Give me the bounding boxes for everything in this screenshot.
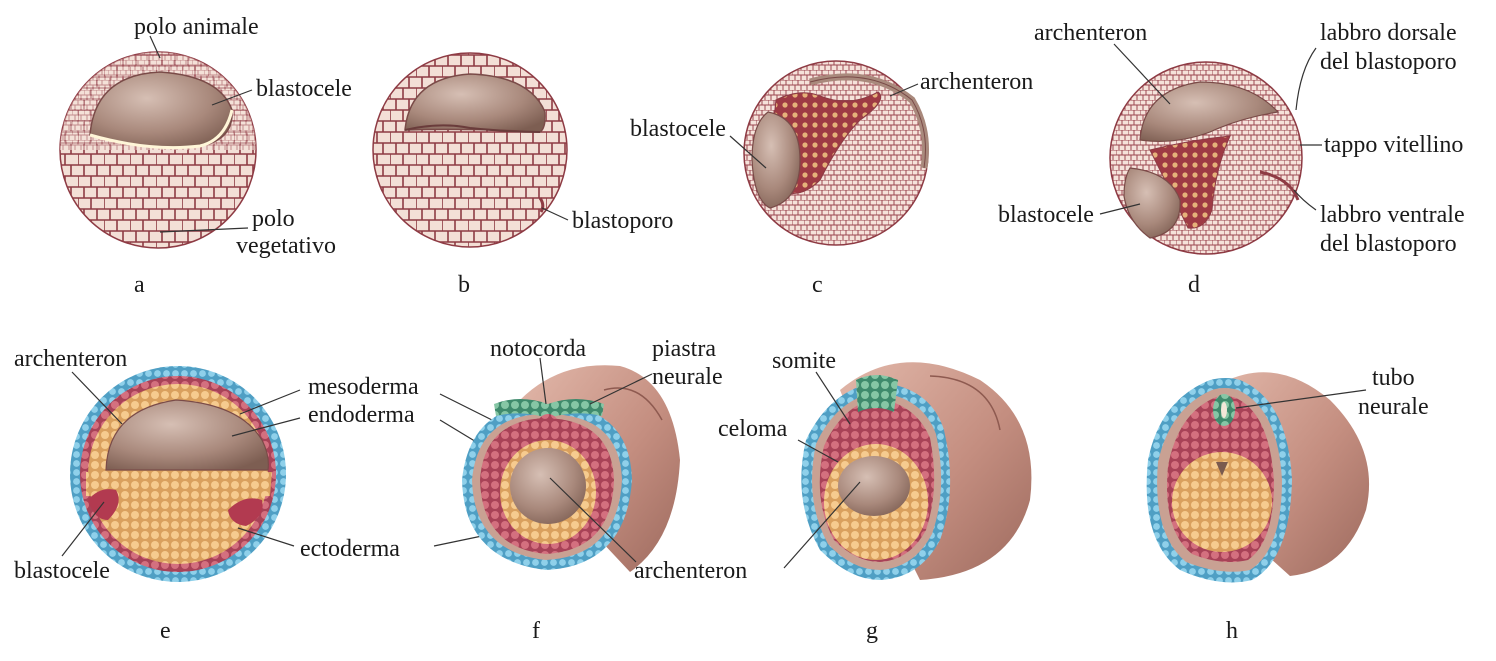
- panel-letter-h: h: [1226, 618, 1238, 644]
- blastocoel-remnant-right-e: [228, 498, 263, 526]
- embryo-fold-g: [929, 375, 1001, 431]
- leader-archenteron-d: [1113, 43, 1171, 105]
- leader-mesoderma-f: [439, 393, 501, 425]
- leader-polo-vegetativo: [159, 227, 249, 233]
- leader-archenteron-e: [71, 371, 123, 425]
- yolk-band-e: [86, 472, 272, 498]
- ventral-lip-d: [1259, 170, 1300, 201]
- leader-labbro-dorsale: [1295, 47, 1317, 111]
- label-blastocele-d: blastocele: [998, 202, 1094, 228]
- neural-plate-f: [494, 399, 604, 418]
- leader-archenteron-f: [549, 477, 637, 563]
- label-polo-animale: polo animale: [134, 14, 259, 40]
- embryo-fold-f: [603, 387, 663, 421]
- panel-d: archenteron labbro dorsale del blastopor…: [998, 20, 1465, 298]
- cavity-floor-b: [404, 124, 541, 133]
- label-polo-vegetativo-2: vegetativo: [236, 233, 336, 259]
- blastopore-groove-b: [538, 197, 545, 213]
- label-labbro-ventrale-2: del blastoporo: [1320, 231, 1457, 257]
- label-blastocele-e: blastocele: [14, 558, 110, 584]
- blastocoel-cavity-d: [1123, 167, 1181, 239]
- label-blastoporo: blastoporo: [572, 208, 673, 234]
- gut-endoderm-h: [1172, 452, 1272, 552]
- panel-g: somite celoma g: [718, 348, 1032, 644]
- panel-letter-g: g: [866, 618, 878, 644]
- cavity-floor-a: [89, 109, 234, 150]
- label-archenteron-d: archenteron: [1034, 20, 1147, 46]
- leader-notocorda: [539, 357, 547, 405]
- leader-celoma: [797, 439, 839, 463]
- label-archenteron-c: archenteron: [920, 69, 1033, 95]
- label-tubo-neurale-2: neurale: [1358, 394, 1429, 420]
- gut-lumen-h: [1216, 462, 1228, 476]
- notochord-h: [1216, 428, 1232, 444]
- neural-tube-lumen-h: [1221, 402, 1227, 418]
- leader-blastocele-e: [61, 501, 105, 557]
- panel-h: tubo neurale h: [1146, 365, 1429, 644]
- label-blastocele-c: blastocele: [630, 116, 726, 142]
- label-piastra-neurale-2: neurale: [652, 364, 723, 390]
- label-ectoderma: ectoderma: [300, 536, 400, 562]
- panel-a: polo animale blastocele polo vegetativo …: [59, 14, 352, 298]
- leader-ectoderma-e: [237, 527, 295, 547]
- leader-archenteron-c: [889, 83, 919, 97]
- label-tubo-neurale-1: tubo: [1372, 365, 1415, 391]
- leader-blastocele-d: [1099, 203, 1141, 215]
- panel-b: blastoporo b: [372, 52, 673, 298]
- leader-blastoporo: [541, 207, 569, 221]
- leader-endoderma-e: [231, 417, 301, 437]
- label-labbro-ventrale-1: labbro ventrale: [1320, 202, 1465, 228]
- archenteron-cavity-e: [105, 399, 269, 471]
- notochord-g: [867, 415, 885, 433]
- leader-somite: [815, 371, 851, 425]
- leader-labbro-ventrale: [1293, 189, 1317, 211]
- leader-blastocele-a: [211, 89, 253, 106]
- panel-c: blastocele archenteron c: [630, 60, 1033, 298]
- panel-letter-f: f: [532, 618, 540, 644]
- leader-tubo-neurale: [1235, 389, 1367, 409]
- leader-ectoderma-f: [433, 535, 483, 547]
- leader-blastocele-c: [729, 135, 767, 169]
- panel-letter-c: c: [812, 272, 823, 298]
- label-somite: somite: [772, 348, 836, 374]
- archenteron-cavity-d: [1139, 81, 1280, 142]
- label-archenteron-f: archenteron: [634, 558, 747, 584]
- panel-f: notocorda piastra neurale archenteron f: [462, 336, 747, 644]
- panel-letter-e: e: [160, 618, 171, 644]
- panel-letter-d: d: [1188, 272, 1200, 298]
- label-archenteron-e: archenteron: [14, 346, 127, 372]
- leader-archenteron-g: [783, 481, 861, 569]
- label-mesoderma: mesoderma: [308, 374, 419, 400]
- label-labbro-dorsale-2: del blastoporo: [1320, 49, 1457, 75]
- leader-mesoderma-e: [239, 389, 301, 415]
- label-tappo-vitellino: tappo vitellino: [1324, 132, 1463, 158]
- neural-groove-g: [856, 375, 898, 412]
- label-blastocele-a: blastocele: [256, 76, 352, 102]
- germ-layer-labels: mesoderma endoderma ectoderma: [231, 374, 507, 562]
- panel-e: archenteron blastocele e: [14, 346, 286, 644]
- archenteron-cavity-f: [510, 448, 586, 524]
- leader-piastra-neurale: [589, 373, 653, 405]
- panel-letter-a: a: [134, 272, 145, 298]
- archenteron-slit-edge-c: [809, 76, 926, 169]
- label-endoderma: endoderma: [308, 402, 415, 428]
- panel-letter-b: b: [458, 272, 470, 298]
- label-labbro-dorsale-1: labbro dorsale: [1320, 20, 1457, 46]
- notochord-f: [538, 414, 558, 434]
- label-piastra-neurale-1: piastra: [652, 336, 716, 362]
- blastocoel-cavity-c: [751, 111, 801, 209]
- archenteron-cavity-g: [838, 456, 910, 516]
- label-celoma: celoma: [718, 416, 788, 442]
- label-polo-vegetativo-1: polo: [252, 206, 295, 232]
- label-notocorda: notocorda: [490, 336, 586, 362]
- leader-polo-animale: [149, 35, 161, 59]
